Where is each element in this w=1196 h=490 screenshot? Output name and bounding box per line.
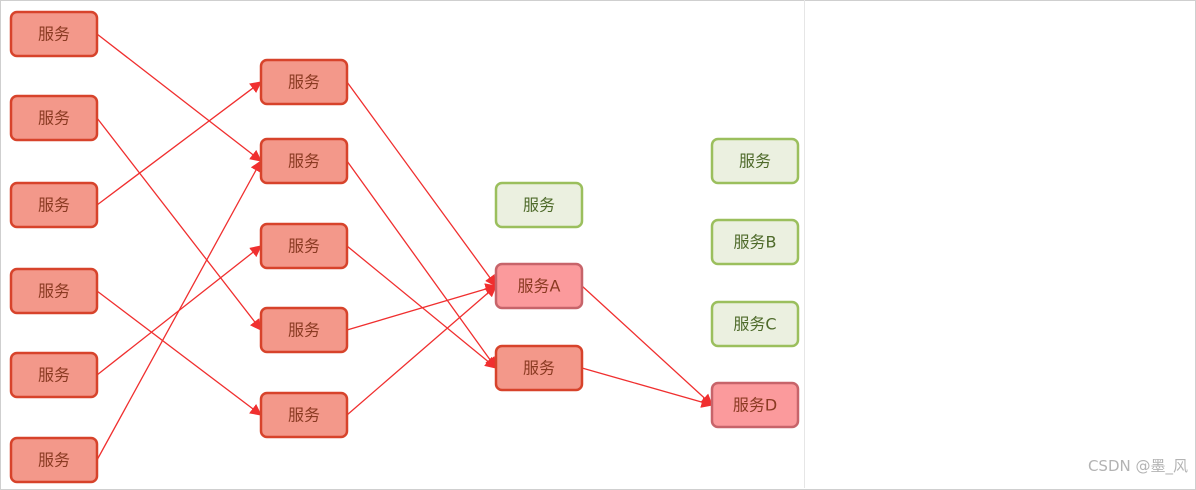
arrow-m5-to-svcA (346, 285, 497, 416)
service-node-svcB: 服务B (710, 218, 800, 266)
arrow-c3-to-m1 (96, 81, 262, 206)
service-label: 服务 (38, 451, 70, 470)
arrow-m4-to-svcA (346, 283, 498, 331)
service-box (494, 262, 584, 310)
service-node-c3: 服务 (9, 181, 99, 229)
service-node-m2: 服务 (259, 137, 349, 185)
service-label: 服务 (523, 359, 555, 378)
service-node-c1: 服务 (9, 10, 99, 58)
service-box (9, 181, 99, 229)
service-label: 服务 (38, 366, 70, 385)
service-label: 服务 (288, 73, 320, 92)
service-node-c5: 服务 (9, 351, 99, 399)
service-label: 服务B (734, 233, 777, 252)
service-box (9, 267, 99, 315)
service-label: 服务 (523, 196, 555, 215)
service-box (710, 381, 800, 429)
arrow-m1-to-svcA (346, 81, 497, 287)
service-label: 服务D (733, 396, 777, 415)
service-label: 服务 (38, 196, 70, 215)
service-label: 服务A (518, 277, 561, 296)
service-box (259, 58, 349, 106)
service-node-svcD: 服务D (710, 381, 800, 429)
service-node-g2: 服务 (710, 137, 800, 185)
arrow-m2-to-r2 (346, 160, 497, 369)
service-box (710, 218, 800, 266)
service-label: 服务 (38, 109, 70, 128)
service-label: 服务 (288, 406, 320, 425)
edges-layer (96, 33, 714, 461)
arrow-c2-to-m4 (96, 117, 262, 331)
service-node-m1: 服务 (259, 58, 349, 106)
arrow-c1-to-m2 (96, 33, 262, 162)
service-box (9, 351, 99, 399)
service-box (259, 137, 349, 185)
arrow-c4-to-m5 (96, 290, 262, 416)
service-box (710, 137, 800, 185)
service-node-svcC: 服务C (710, 300, 800, 348)
service-label: 服务 (288, 321, 320, 340)
service-node-r2: 服务 (494, 344, 584, 392)
arrow-r2-to-svcD (581, 367, 714, 408)
service-node-m3: 服务 (259, 222, 349, 270)
service-box (259, 222, 349, 270)
service-node-c6: 服务 (9, 436, 99, 484)
service-node-m4: 服务 (259, 306, 349, 354)
service-box (9, 436, 99, 484)
service-box (9, 94, 99, 142)
service-node-g1: 服务 (494, 181, 584, 229)
service-box (494, 344, 584, 392)
watermark: CSDN @墨_风 (1087, 457, 1188, 475)
service-node-m5: 服务 (259, 391, 349, 439)
service-label: 服务 (288, 152, 320, 171)
service-box (259, 391, 349, 439)
service-label: 服务 (38, 282, 70, 301)
arrow-m3-to-r2 (346, 245, 497, 369)
service-node-svcA: 服务A (494, 262, 584, 310)
service-label: 服务 (38, 25, 70, 44)
canvas-edge (804, 0, 805, 488)
service-box (9, 10, 99, 58)
service-node-c4: 服务 (9, 267, 99, 315)
service-label: 服务C (733, 315, 776, 334)
arrow-svcA-to-svcD (581, 285, 713, 406)
service-box (710, 300, 800, 348)
service-box (494, 181, 584, 229)
arrow-c6-to-m2 (96, 159, 262, 461)
service-label: 服务 (739, 152, 771, 171)
service-node-c2: 服务 (9, 94, 99, 142)
service-box (259, 306, 349, 354)
service-label: 服务 (288, 237, 320, 256)
